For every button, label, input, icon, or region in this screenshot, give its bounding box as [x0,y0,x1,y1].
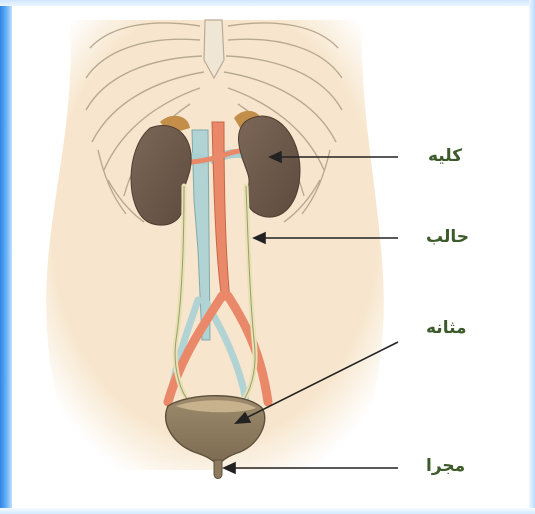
urethra [214,460,222,479]
label-urethra: مجرا [426,456,465,476]
label-ureter: حالب [426,227,469,247]
label-kidney: کلیه [428,146,462,166]
label-bladder: مثانه [426,318,467,338]
